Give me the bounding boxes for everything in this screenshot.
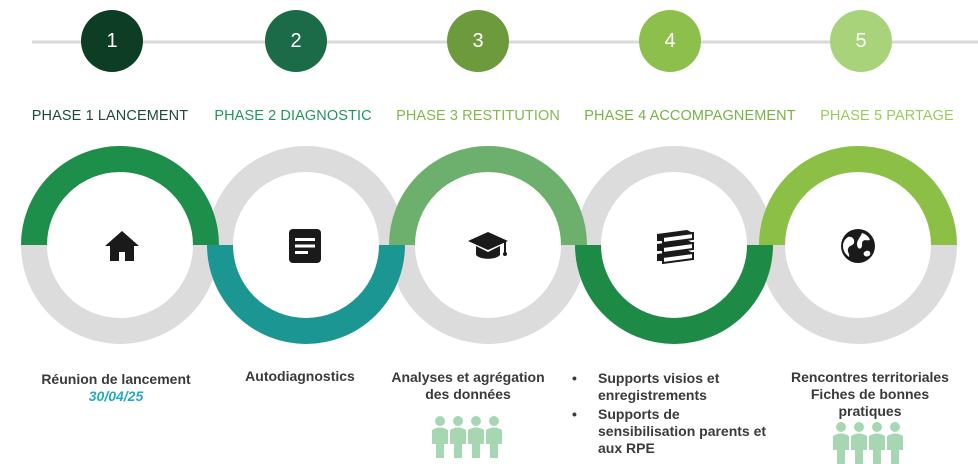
step-1-badge: 1 — [81, 10, 143, 72]
person-head — [872, 422, 882, 432]
person-body — [432, 428, 448, 459]
graduation-cap-icon — [466, 224, 510, 268]
step-number: 3 — [472, 30, 483, 52]
person-body — [450, 428, 466, 459]
phase-3-caption: Analyses et agrégation des données — [378, 369, 558, 403]
person-head — [489, 416, 499, 426]
list-item: Supports de sensibilisation parents et a… — [572, 406, 772, 457]
launch-date: 30/04/25 — [16, 388, 216, 405]
people-group-icon — [430, 414, 506, 458]
step-2-badge: 2 — [265, 10, 327, 72]
globe-icon — [836, 224, 880, 268]
person-body — [851, 434, 867, 464]
person-head — [890, 422, 900, 432]
home-icon — [100, 224, 144, 268]
phase-4-bullet-list: Supports visios et enregistrements Suppo… — [572, 370, 772, 459]
phase-3-title: PHASE 3 RESTITUTION — [396, 108, 560, 124]
step-number: 4 — [664, 30, 675, 52]
phase-2-caption: Autodiagnostics — [210, 368, 390, 385]
person-body — [468, 428, 484, 459]
step-5-badge: 5 — [830, 10, 892, 72]
person-head — [836, 422, 846, 432]
phase-5-title: PHASE 5 PARTAGE — [820, 108, 954, 124]
step-3-badge: 3 — [447, 10, 509, 72]
phase-2-title: PHASE 2 DIAGNOSTIC — [214, 108, 371, 124]
phase-1-title: PHASE 1 LANCEMENT — [32, 108, 188, 124]
step-number: 1 — [106, 30, 117, 52]
person-head — [435, 416, 445, 426]
person-head — [854, 422, 864, 432]
step-4-badge: 4 — [639, 10, 701, 72]
person-body — [869, 434, 885, 464]
person-head — [453, 416, 463, 426]
phase-4-title: PHASE 4 ACCOMPAGNEMENT — [584, 108, 795, 124]
person-body — [486, 428, 502, 459]
person-head — [471, 416, 481, 426]
phase-5-caption: Rencontres territoriales Fiches de bonne… — [780, 369, 960, 420]
caption-text: Réunion de lancement — [41, 371, 190, 387]
document-icon — [283, 224, 327, 268]
list-item: Supports visios et enregistrements — [572, 370, 772, 404]
person-body — [887, 434, 903, 464]
step-number: 5 — [855, 30, 866, 52]
books-icon — [653, 224, 697, 268]
person-body — [833, 434, 849, 464]
step-number: 2 — [290, 30, 301, 52]
people-group-icon — [831, 420, 907, 464]
phase-1-caption: Réunion de lancement 30/04/25 — [16, 371, 216, 405]
